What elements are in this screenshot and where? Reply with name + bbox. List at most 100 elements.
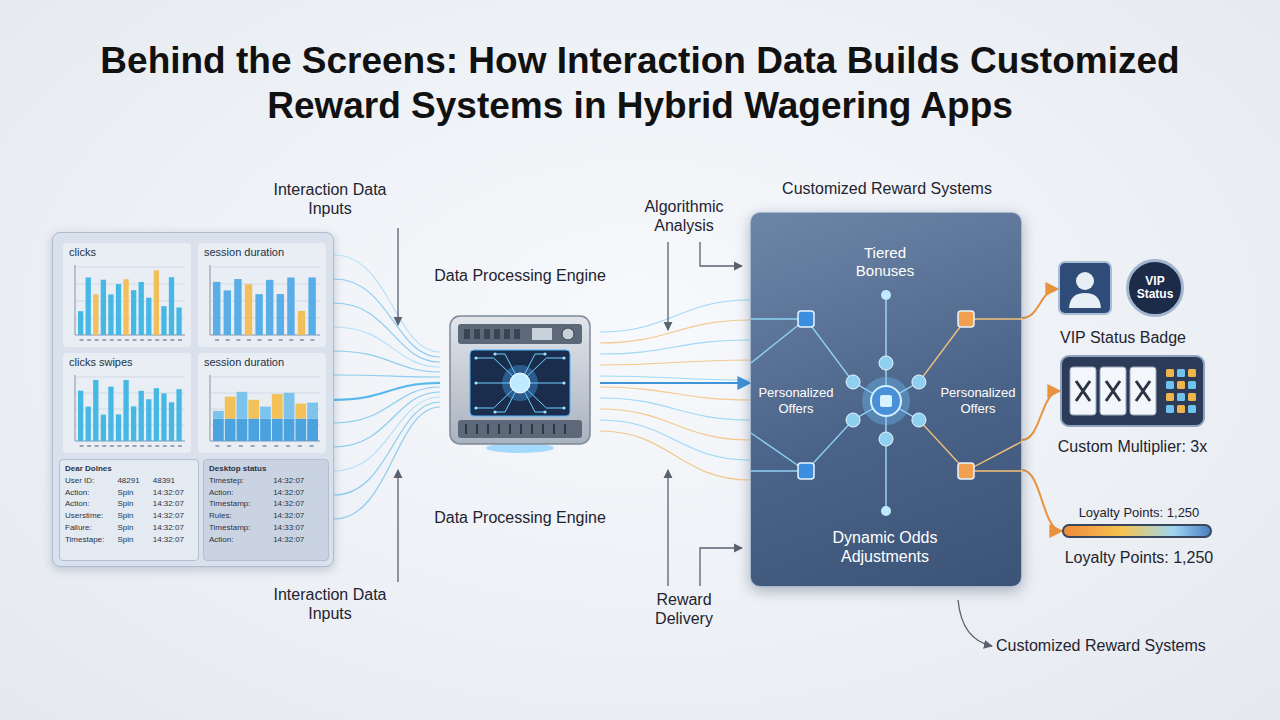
axis-tick <box>300 339 304 341</box>
table-cell: Action: <box>209 488 269 499</box>
table-cell: Timestamp: <box>209 523 269 534</box>
chart-bar <box>277 294 284 335</box>
table-cell: Userstime: <box>65 511 113 522</box>
chart-bar <box>287 278 294 335</box>
chart-bar <box>161 393 166 441</box>
slot-button <box>1188 381 1196 389</box>
table-cell: Spin <box>117 511 148 522</box>
circuit-node <box>474 381 477 384</box>
node-heading: Data Processing Engine <box>390 266 650 285</box>
circuit-node <box>474 356 477 359</box>
bar-chart: session duration <box>198 243 326 347</box>
chart-bar <box>101 280 106 335</box>
table-cell: Spin <box>117 535 148 546</box>
chart-bar <box>93 294 98 335</box>
axis-tick <box>298 445 302 447</box>
flow-line <box>334 351 440 372</box>
axis-tick <box>227 445 231 447</box>
axis-tick <box>170 445 174 447</box>
axis-tick <box>125 445 129 447</box>
table-cell: 14:32:07 <box>273 499 323 510</box>
network-hub-core <box>880 395 892 407</box>
chart-bar <box>131 290 136 335</box>
table-cell: Rules: <box>209 511 269 522</box>
chart-bar <box>213 282 220 335</box>
axis-tick <box>87 339 91 341</box>
table-cell: 14:32:07 <box>153 499 193 510</box>
axis-tick <box>80 445 84 447</box>
slot-button <box>1166 381 1174 389</box>
axis-tick <box>133 445 137 447</box>
chart-bar <box>176 389 181 441</box>
axis-tick <box>133 339 137 341</box>
grid-line <box>210 267 320 268</box>
chart-bar <box>266 280 273 335</box>
axis-line <box>75 375 76 441</box>
axis-tick <box>95 339 99 341</box>
flow-line <box>600 340 750 354</box>
axis-tick <box>80 339 84 341</box>
chart-bar <box>169 402 174 441</box>
avatar-frame <box>1059 262 1111 314</box>
circuit-node <box>543 410 546 413</box>
chart-bar <box>213 419 224 441</box>
chart-bar <box>248 400 259 419</box>
server-body <box>450 316 590 444</box>
table-cell: 14:32:07 <box>273 476 323 487</box>
connector <box>1022 391 1060 440</box>
chart-bar <box>108 294 113 335</box>
vent-line <box>465 424 467 434</box>
network-node <box>912 375 926 389</box>
grid-line <box>75 425 185 426</box>
table-cell: Action: <box>65 488 113 499</box>
axis-tick <box>110 445 114 447</box>
flow-line <box>334 327 440 367</box>
network-square <box>798 463 814 479</box>
slot-button <box>1166 405 1174 413</box>
interaction-log-table: Dear DolnesUser ID:4829148391Action:Spin… <box>59 459 199 561</box>
node-heading: Custom Multiplier: 3x <box>1040 437 1225 456</box>
table-cell: 14:32:07 <box>153 535 193 546</box>
chart-bar <box>154 270 159 335</box>
node-heading: Loyalty Points: 1,250 <box>1054 505 1224 521</box>
reel-symbol <box>1106 381 1120 401</box>
chart-bar <box>225 419 236 441</box>
network-link <box>806 319 853 382</box>
table-cell: 14:33:07 <box>273 523 323 534</box>
connector <box>1022 289 1058 318</box>
slot-button <box>1177 369 1185 377</box>
chart-bar <box>284 393 295 419</box>
status-log-table: Desktop statusTimestep:14:32:07Action:14… <box>203 459 329 561</box>
grid-line <box>75 284 185 285</box>
bar-chart: session duration <box>198 353 326 453</box>
axis-tick <box>125 339 129 341</box>
circuit-node <box>562 356 565 359</box>
vent-line <box>509 424 511 434</box>
chart-bar <box>146 399 151 441</box>
axis-line <box>75 441 185 442</box>
slot-reel <box>1100 367 1126 415</box>
flow-line <box>334 279 440 357</box>
chart-bar <box>86 277 91 335</box>
chart-bar <box>116 284 121 335</box>
circuit-panel <box>470 350 570 416</box>
axis-tick <box>140 445 144 447</box>
vent-line <box>542 424 544 434</box>
grid-line <box>75 393 185 394</box>
chart-bar <box>101 415 106 441</box>
table-cell: 48391 <box>153 476 193 487</box>
vent-slot <box>504 329 510 339</box>
connector <box>1022 470 1062 531</box>
chart-bars <box>63 243 191 347</box>
axis-tick <box>178 445 182 447</box>
chart-bar <box>237 392 248 419</box>
chart-bar <box>146 298 151 335</box>
network-dot <box>881 290 891 300</box>
axis-line <box>75 335 185 336</box>
grid-line <box>75 409 185 410</box>
chart-bar <box>116 414 121 441</box>
vent-slot <box>474 329 480 339</box>
flow-line <box>334 375 440 377</box>
slot-machine-illustration <box>1060 355 1205 427</box>
